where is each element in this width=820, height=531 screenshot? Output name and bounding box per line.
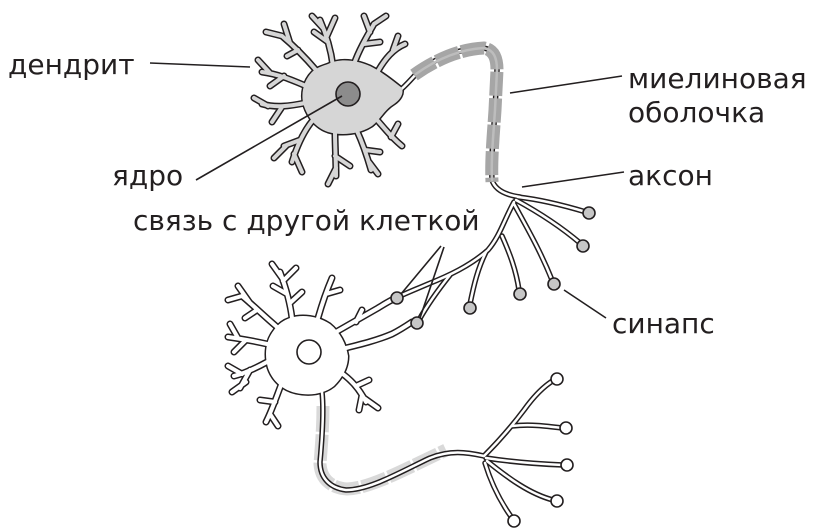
- label-dendrite: дендрит: [8, 48, 135, 81]
- connection-bulb-2: [411, 317, 423, 329]
- lower-terminal-bulb-3: [561, 459, 573, 471]
- lower-terminal-bulb-4: [551, 495, 563, 507]
- label-myelin-line2: оболочка: [628, 96, 765, 129]
- label-myelin-line1: миелиновая: [628, 62, 807, 95]
- upper-terminal-bulb-2: [577, 240, 589, 252]
- lower-nucleus: [297, 340, 321, 364]
- upper-nucleus: [336, 82, 360, 106]
- upper-terminal-bulb-6: [464, 302, 476, 314]
- upper-terminal-bulb-5: [514, 288, 526, 300]
- lower-terminal-bulb-2: [560, 422, 572, 434]
- synapse-bulb: [548, 278, 560, 290]
- upper-terminal-bulb-1: [583, 207, 595, 219]
- lower-terminal-bulb-5: [508, 515, 520, 527]
- lower-terminal-bulb-1: [551, 373, 563, 385]
- label-connection: связь с другой клеткой: [133, 204, 480, 237]
- label-synapse: синапс: [612, 307, 715, 340]
- label-axon: аксон: [628, 159, 713, 192]
- label-nucleus: ядро: [112, 159, 183, 192]
